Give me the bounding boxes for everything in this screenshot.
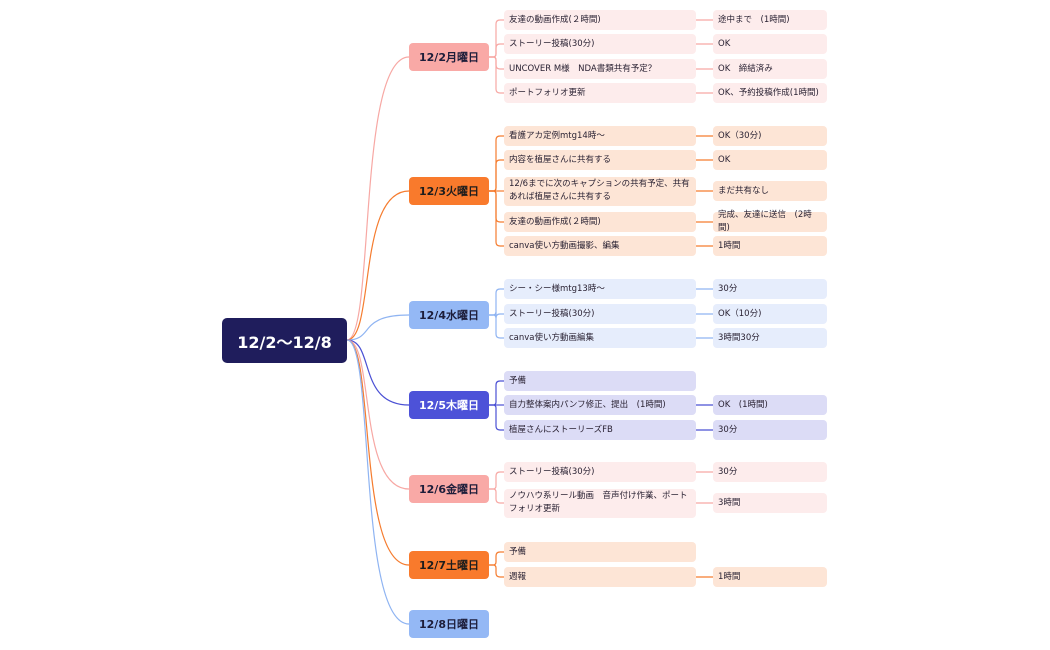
result-node[interactable]: 完成、友達に送信 (2時間) [713,210,827,233]
task-node[interactable]: シー・シー様mtg13時〜 [504,279,696,299]
root-to-day-line [346,339,410,406]
root-to-day-line [346,339,410,566]
task-node[interactable]: ストーリー投稿(30分) [504,304,696,324]
day-to-task-line [489,314,504,339]
task-node[interactable]: ノウハウ系リール動画 音声付け作業、ポートフォリオ更新 [504,488,696,518]
result-node[interactable]: OK [713,150,827,170]
day-to-task-line [489,190,504,247]
day-to-task-line [489,56,504,94]
result-node[interactable]: まだ共有なし [713,181,827,201]
result-node[interactable]: 30分 [713,462,827,482]
day-to-task-line [489,471,504,490]
result-node[interactable]: 途中まで (1時間) [713,10,827,30]
task-node[interactable]: ストーリー投稿(30分) [504,34,696,54]
result-node[interactable]: 30分 [713,279,827,299]
task-node[interactable]: 友達の動画作成(２時間) [504,212,696,232]
result-node[interactable]: 30分 [713,420,827,440]
task-node[interactable]: 週報 [504,567,696,587]
day-to-task-line [489,43,504,58]
result-node[interactable]: OK、予約投稿作成(1時間) [713,83,827,103]
day-node[interactable]: 12/2月曜日 [409,43,489,71]
task-node[interactable]: canva使い方動画撮影、編集 [504,236,696,256]
day-to-task-line [489,159,504,192]
result-node[interactable]: OK [713,34,827,54]
result-node[interactable]: OK (1時間) [713,395,827,415]
task-node[interactable]: 自力整体案内パンフ修正、提出 (1時間) [504,395,696,415]
result-node[interactable]: 1時間 [713,567,827,587]
day-node[interactable]: 12/8日曜日 [409,610,489,638]
day-to-task-line [489,404,504,431]
root-to-day-line [346,314,410,341]
day-node[interactable]: 12/4水曜日 [409,301,489,329]
result-node[interactable]: OK 締結済み [713,59,827,79]
task-node[interactable]: 看護アカ定例mtg14時〜 [504,126,696,146]
day-node[interactable]: 12/5木曜日 [409,391,489,419]
root-to-day-line [346,56,410,341]
task-node[interactable]: 友達の動画作成(２時間) [504,10,696,30]
day-node[interactable]: 12/6金曜日 [409,475,489,503]
root-to-day-line [346,190,410,341]
task-node[interactable]: UNCOVER M様 NDA書類共有予定？ [504,59,696,79]
root-to-day-line [346,339,410,490]
task-node[interactable]: 植屋さんにストーリーズFB [504,420,696,440]
day-node[interactable]: 12/7土曜日 [409,551,489,579]
task-node[interactable]: 予備 [504,371,696,391]
result-node[interactable]: OK（30分) [713,126,827,146]
day-to-task-line [489,551,504,566]
day-node[interactable]: 12/3火曜日 [409,177,489,205]
task-node[interactable]: canva使い方動画編集 [504,328,696,348]
result-node[interactable]: 3時間30分 [713,328,827,348]
day-to-task-line [489,380,504,406]
root-node[interactable]: 12/2〜12/8 [222,318,347,363]
root-to-day-line [346,339,410,625]
task-node[interactable]: 内容を植屋さんに共有する [504,150,696,170]
day-to-task-line [489,488,504,504]
day-to-task-line [489,564,504,578]
result-node[interactable]: 1時間 [713,236,827,256]
task-node[interactable]: 12/6までに次のキャプションの共有予定、共有あれば植屋さんに共有する [504,176,696,206]
task-node[interactable]: ストーリー投稿(30分) [504,462,696,482]
task-node[interactable]: 予備 [504,542,696,562]
result-node[interactable]: OK（10分) [713,304,827,324]
day-to-task-line [489,288,504,316]
result-node[interactable]: 3時間 [713,493,827,513]
task-node[interactable]: ポートフォリオ更新 [504,83,696,103]
